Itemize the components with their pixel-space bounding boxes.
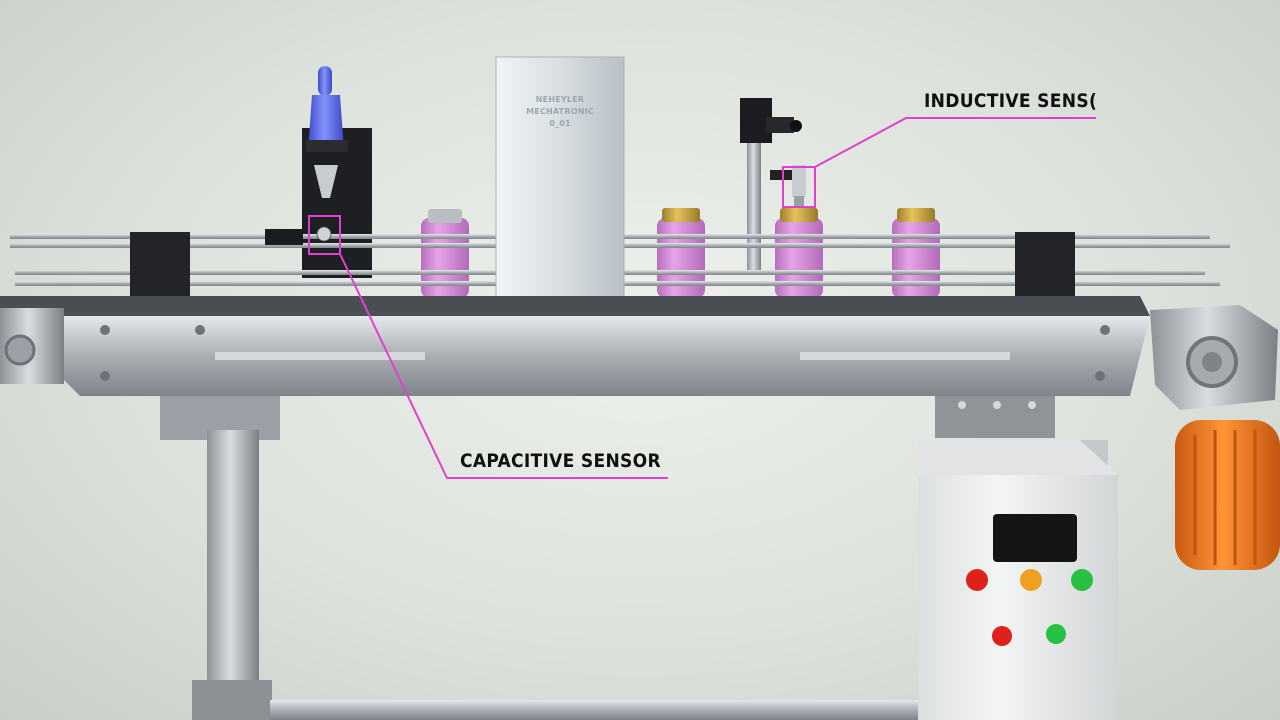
button-green-2 bbox=[1046, 624, 1066, 644]
left-end-bearing bbox=[0, 308, 64, 384]
inductive-sensor-label: INDUCTIVE SENS( bbox=[924, 90, 1096, 112]
capacitive-callout bbox=[308, 215, 668, 479]
gearbox bbox=[1150, 305, 1278, 410]
button-green-1 bbox=[1071, 569, 1093, 591]
motor bbox=[1175, 420, 1280, 570]
left-leg bbox=[160, 395, 920, 720]
button-red-1 bbox=[966, 569, 988, 591]
box-brand-line-1: NEHEYLER bbox=[535, 95, 585, 104]
sealing-box bbox=[495, 56, 625, 320]
box-brand-line-2: MECHATRONIC bbox=[526, 107, 594, 116]
right-leg-bracket bbox=[935, 392, 1055, 438]
cabinet-display bbox=[993, 514, 1077, 562]
button-red-2 bbox=[992, 626, 1012, 646]
inductive-callout bbox=[782, 117, 1096, 208]
capacitive-sensor-label: CAPACITIVE SENSOR bbox=[460, 450, 661, 472]
control-cabinet bbox=[918, 440, 1118, 720]
box-brand-line-3: 0_01 bbox=[549, 119, 571, 128]
conveyor-frame bbox=[0, 296, 1150, 396]
button-orange bbox=[1020, 569, 1042, 591]
